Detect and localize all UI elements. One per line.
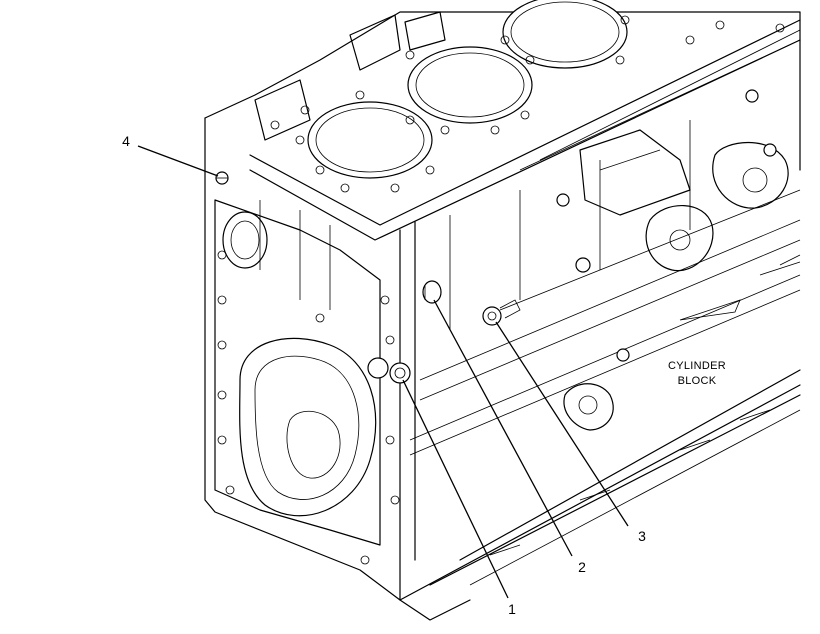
dowel-4 [215,171,229,185]
callout-2: 2 [578,559,586,575]
callout-3: 3 [638,528,646,544]
block-outline [204,11,801,621]
side-components [449,89,801,586]
leader-line-2 [433,299,573,557]
fitting-3 [482,299,521,326]
block-label-line1: CYLINDER [668,360,726,372]
callout-1: 1 [508,601,516,617]
plug-2 [422,280,442,304]
callout-4: 4 [122,133,130,149]
front-face [214,199,400,565]
leader-line-3 [495,321,629,527]
block-label-line2: BLOCK [678,375,717,387]
leader-lines [137,145,629,599]
plug-1 [367,357,411,384]
leader-line-1 [402,379,509,599]
leader-line-4 [137,145,219,177]
cylinder-bores [254,0,785,193]
